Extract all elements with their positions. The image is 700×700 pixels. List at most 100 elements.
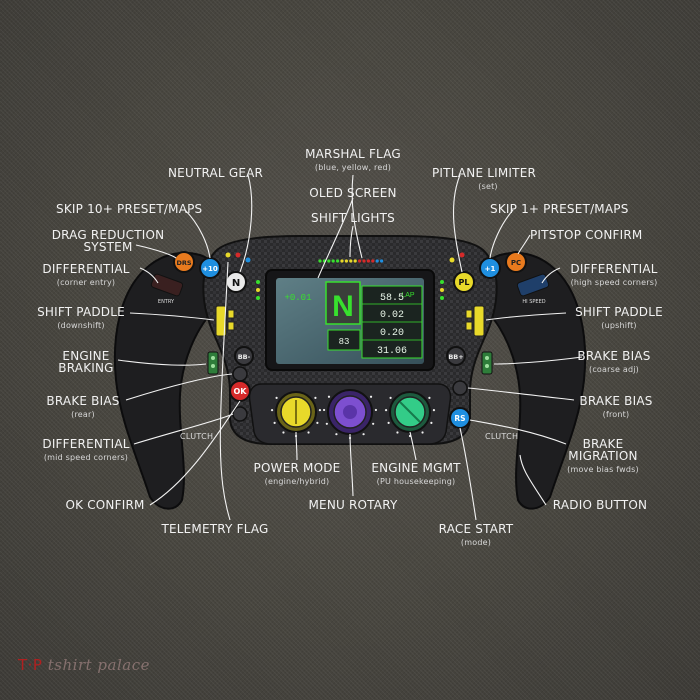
label-pitlane-limiter: PITLANE LIMITER (set) (432, 166, 537, 191)
leader-line (459, 427, 477, 521)
rotary-scale-dot (307, 431, 310, 434)
drs-button-label: DRS (176, 259, 191, 267)
rotary-scale-dot (362, 433, 365, 436)
shift-light (327, 259, 331, 263)
label-menu-rotary: MENU ROTARY (308, 498, 398, 512)
shift-light (318, 259, 322, 263)
leader-line (349, 433, 354, 497)
rotary-scale-dot (430, 421, 433, 424)
label-race-start: RACE START (mode) (438, 522, 514, 547)
menu-rotary (327, 389, 373, 435)
rotary-scale-dot (428, 396, 431, 399)
diff-entry-wheel (150, 273, 184, 297)
telemetry-flag-light-a (225, 252, 231, 258)
rotary-scale-dot (314, 396, 317, 399)
screen-value-3: 0.20 (380, 328, 404, 339)
leader-line (351, 174, 363, 259)
brand-word: tshirt palace (47, 656, 150, 674)
marshal-light-a (245, 257, 251, 263)
clutch-label-right: CLUTCH (485, 432, 519, 441)
label-pitstop-confirm: PITSTOP CONFIRM (530, 228, 643, 242)
shift-light (371, 259, 375, 263)
rotary-scale-dot (374, 408, 378, 412)
leader-line (133, 413, 234, 445)
shift-light (336, 259, 340, 263)
shift-light (375, 259, 379, 263)
label-drag-reduction: DRAG REDUCTION SYSTEM (51, 228, 165, 254)
label-radio-button: RADIO BUTTON (552, 498, 648, 512)
rotary-scale-dot (318, 409, 322, 412)
shift-light (344, 259, 348, 263)
marshal-light-b (449, 257, 455, 263)
shift-light (358, 259, 362, 263)
shift-lights-row (318, 259, 384, 263)
rotary-scale-dot (369, 395, 373, 398)
shift-light (340, 259, 344, 263)
rotary-scale-dot (335, 433, 338, 436)
label-skip-10-preset: SKIP 10+ PRESET/MAPS (56, 202, 203, 216)
screen-lap-count: 83 (339, 337, 350, 347)
leader-line (125, 373, 233, 401)
screen-delta: +0.01 (284, 293, 311, 303)
diff-hispeed-wheel-label: HI SPEED (522, 299, 545, 305)
leader-line (493, 356, 583, 365)
leader-line (317, 197, 354, 279)
rotary-scale-dot (273, 421, 276, 424)
label-engine-mgmt: ENGINE MGMT (PU housekeeping) (371, 461, 461, 486)
label-ok-confirm: OK CONFIRM (65, 498, 145, 512)
neutral-button-label: N (232, 278, 240, 289)
neutral-button (225, 271, 247, 293)
leader-line (489, 209, 514, 259)
leader-line (135, 244, 177, 259)
rotary-scale-dot (387, 421, 390, 424)
rotary-scale-dot (316, 421, 319, 424)
leader-line (149, 400, 241, 506)
label-brake-bias-front: BRAKE BIAS (front) (579, 394, 653, 419)
bb-minus-button (234, 346, 254, 366)
pitstop-confirm-button (505, 251, 527, 273)
shift-light (331, 259, 335, 263)
rs-button-label: RS (454, 414, 465, 423)
screen-value-2: 0.02 (380, 310, 404, 321)
rotary-scale-dot (384, 409, 388, 412)
label-brake-bias-coarse: BRAKE BIAS (coarse adj) (577, 349, 651, 374)
shift-light (380, 259, 384, 263)
paddle-left (215, 305, 235, 337)
screen-lap-tag: LAP (401, 292, 415, 299)
label-telemetry-flag: TELEMETRY FLAG (161, 522, 269, 536)
power-mode-rotary (275, 391, 317, 433)
label-power-mode: POWER MODE (engine/hybrid) (253, 461, 341, 486)
screen-value-4: 31.06 (377, 346, 407, 357)
rotary-scale-dot (282, 431, 285, 434)
paddle-right (465, 305, 485, 337)
label-shift-paddle-left: SHIFT PADDLE (downshift) (37, 305, 125, 330)
shift-light (366, 259, 370, 263)
label-neutral-gear: NEUTRAL GEAR (168, 166, 264, 180)
pitstop-confirm-button-label: PC (511, 259, 521, 267)
engine-braking-switch (207, 351, 219, 375)
rotary-scale-dot (327, 395, 331, 398)
label-differential-left: DIFFERENTIAL (corner entry) (42, 262, 130, 287)
telemetry-flag-light-b (235, 252, 241, 258)
rotary-scale-dot (396, 431, 399, 434)
screen-side-leds-left (256, 280, 260, 300)
label-brake-bias-rear: BRAKE BIAS (rear) (46, 394, 120, 419)
leader-line (452, 174, 463, 273)
rotary-scale-dot (322, 408, 326, 412)
brand-mark: T·P (18, 656, 43, 674)
brand-watermark: T·P tshirt palace (18, 656, 150, 674)
leader-line (129, 312, 215, 321)
shift-light (349, 259, 353, 263)
leader-line (219, 261, 231, 521)
rotary-scale-dot (432, 409, 436, 412)
rotary-scale-dot (389, 396, 392, 399)
shift-light (353, 259, 357, 263)
rotary-scale-dot (325, 422, 328, 425)
leader-line (409, 431, 417, 461)
brake-bias-coarse-switch (481, 351, 493, 375)
screen-panel-lap (327, 329, 361, 351)
bb-minus-label: BB- (238, 353, 251, 361)
rotary-scale-dot (270, 409, 274, 412)
brake-bias-front-small (452, 380, 468, 396)
